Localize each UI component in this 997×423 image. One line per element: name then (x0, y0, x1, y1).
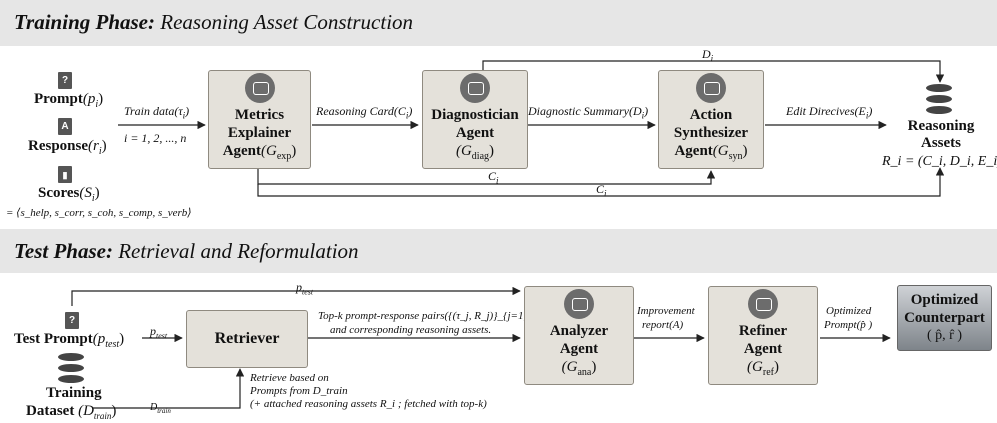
index-label: i = 1, 2, ..., n (124, 131, 187, 145)
diagnostic-summary-label: Diagnostic Summary(Di) (528, 104, 649, 121)
optimized-counterpart-box: Optimized Counterpart ( p̂, r̂ ) (897, 285, 992, 351)
c-to-synth-arrow (257, 169, 716, 185)
p-test-in-label: ptest (150, 324, 168, 341)
retrieve-line2: Prompts from D_train (250, 385, 348, 397)
question-doc-icon: ? (58, 72, 72, 89)
analyzer-agent: Analyzer Agent (Gana) (524, 286, 634, 385)
database-icon (926, 84, 952, 114)
edit-directives-label: Edit Direcives(Ei) (786, 104, 873, 121)
refiner-agent: Refiner Agent (Gref) (708, 286, 818, 385)
d-bypass-arrow (482, 60, 945, 83)
improvement-line1: Improvement (637, 305, 695, 317)
scores-label: Scores(Si) (38, 185, 100, 204)
reasoning-assets-formula: R_i = (C_i, D_i, E_i). (882, 154, 997, 169)
robot-icon (696, 73, 726, 103)
d-train-arrow (92, 368, 245, 409)
search-robot-icon (460, 73, 490, 103)
metrics-explainer-agent: Metrics Explainer Agent(Gexp) (208, 70, 311, 169)
database-icon (58, 353, 84, 383)
robot-icon (244, 73, 275, 103)
retrieve-line1: Retrieve based on (250, 372, 329, 384)
topk-line2: and corresponding reasoning assets. (330, 324, 492, 336)
training-phase-bar: Training Phase: Reasoning Asset Construc… (0, 0, 997, 46)
optimized-line2: Prompt(p̂ ) (824, 319, 873, 331)
d-top-label: Di (702, 47, 714, 64)
c-to-assets-arrow (257, 167, 945, 197)
optimized-line1: Optimized (826, 305, 872, 317)
prompt-label: Prompt(pi) (34, 91, 104, 110)
gear-robot-icon (748, 289, 778, 319)
scores-formula: = ⟨s_help, s_corr, s_coh, s_comp, s_verb… (6, 207, 192, 219)
test-phase-title: Test Phase: Retrieval and Reformulation (14, 239, 359, 263)
retrieve-line3: (+ attached reasoning assets R_i ; fetch… (250, 398, 487, 410)
p-test-top-label: ptest (296, 280, 314, 297)
response-label: Response(ri) (28, 138, 107, 157)
action-synthesizer-agent: Action Synthesizer Agent(Gsyn) (658, 70, 764, 169)
c-mid-label: Ci (488, 169, 499, 186)
dataset-label-2: Dataset (Dtrain) (26, 403, 117, 421)
d-train-label: Dtrain (150, 402, 171, 415)
search-robot-icon (564, 289, 594, 319)
training-phase-title: Training Phase: Reasoning Asset Construc… (14, 10, 414, 34)
train-data-label: Train data(τi) (124, 104, 190, 121)
test-prompt-label: Test Prompt(ptest) (14, 331, 125, 350)
question-doc-icon: ? (65, 312, 79, 329)
c-bottom-label: Ci (596, 182, 607, 199)
chart-doc-icon: ▮ (58, 166, 72, 183)
dataset-label-1: Training (46, 385, 102, 401)
reasoning-card-label: Reasoning Card(Ci) (316, 104, 413, 121)
test-phase-bar: Test Phase: Retrieval and Reformulation (0, 229, 997, 273)
p-test-bypass-arrow (71, 286, 521, 306)
retriever-box: Retriever (186, 310, 308, 368)
topk-line1: Top-k prompt-response pairs({(τ_j, R_j)}… (318, 310, 542, 322)
improvement-line2: report(A) (642, 319, 684, 331)
answer-doc-icon: A (58, 118, 72, 135)
diagnostician-agent: Diagnostician Agent (Gdiag) (422, 70, 528, 169)
